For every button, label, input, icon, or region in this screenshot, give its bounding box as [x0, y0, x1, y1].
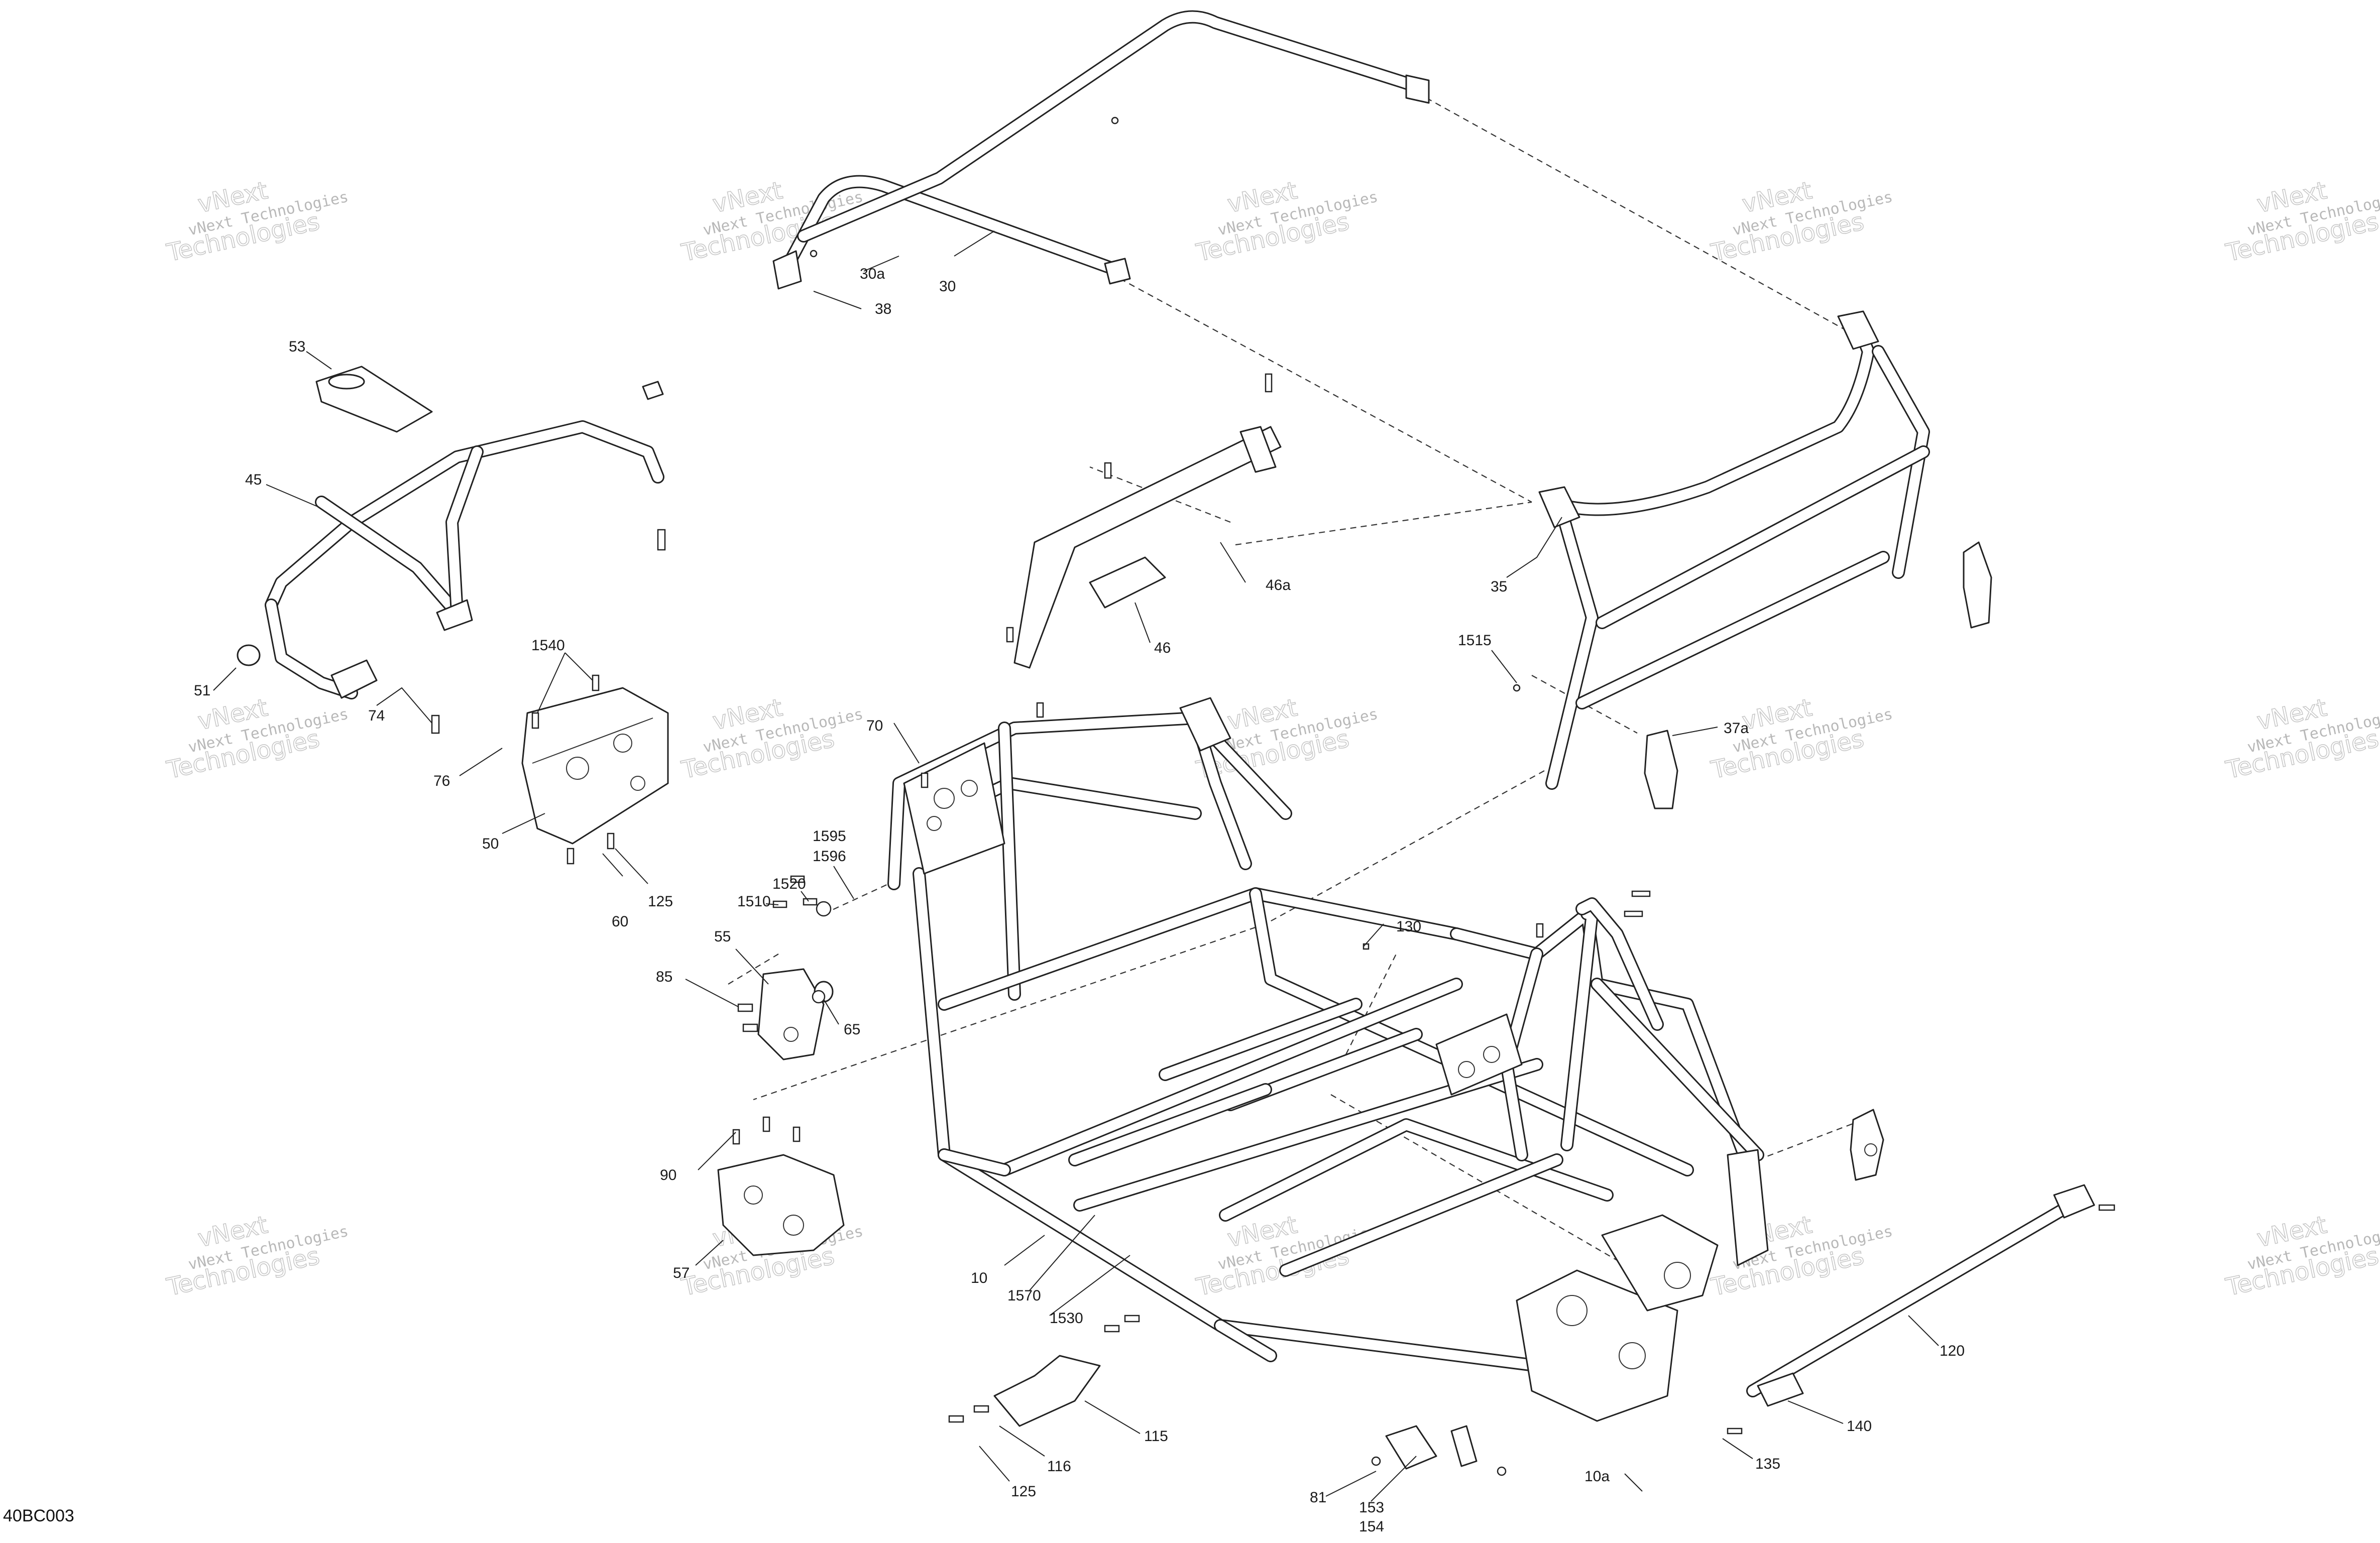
- callout-37a: 37a: [1724, 720, 1749, 737]
- callout-76: 76: [433, 773, 450, 789]
- mount-57: [717, 1116, 845, 1256]
- callout-74: 74: [368, 707, 385, 724]
- bracket-right-side: [1850, 1109, 1884, 1181]
- bracket-50: [521, 674, 669, 865]
- callout-45: 45: [245, 471, 262, 488]
- callout-154: 154: [1359, 1518, 1384, 1535]
- callout-46a: 46a: [1266, 577, 1291, 594]
- callout-125-lower: 125: [1011, 1483, 1036, 1500]
- callout-120: 120: [1940, 1343, 1965, 1359]
- mount-55: [737, 968, 834, 1060]
- callout-1540: 1540: [531, 637, 565, 654]
- callout-1510: 1510: [737, 893, 771, 910]
- callout-1530: 1530: [1050, 1310, 1083, 1327]
- main-frame: [887, 697, 1769, 1422]
- callout-57: 57: [673, 1265, 690, 1281]
- fasteners: [772, 875, 1370, 1004]
- rail-120: [1727, 1184, 2115, 1435]
- roll-cage-front-bar: [772, 10, 1430, 290]
- callout-38: 38: [875, 301, 891, 317]
- roll-cage-rear-hoop: [1513, 310, 1992, 809]
- callout-85: 85: [656, 969, 672, 985]
- callout-1595: 1595: [813, 828, 846, 845]
- callout-116: 116: [1047, 1458, 1071, 1475]
- bracket-115: [948, 1315, 1140, 1427]
- callout-65: 65: [844, 1021, 860, 1038]
- callout-70: 70: [866, 718, 883, 734]
- callout-55: 55: [714, 928, 731, 945]
- callout-50: 50: [482, 836, 499, 852]
- callout-1596: 1596: [813, 848, 846, 865]
- callout-30: 30: [939, 278, 956, 295]
- callout-153: 153: [1359, 1499, 1384, 1516]
- callout-81: 81: [1310, 1489, 1326, 1506]
- callout-140: 140: [1847, 1418, 1872, 1435]
- callout-125-upper: 125: [648, 893, 673, 910]
- callout-10: 10: [971, 1270, 987, 1286]
- callout-1570: 1570: [1007, 1287, 1041, 1304]
- front-bumper-tube: [237, 366, 666, 734]
- callout-35: 35: [1491, 578, 1507, 595]
- callout-130: 130: [1396, 918, 1421, 935]
- callout-10a: 10a: [1584, 1468, 1610, 1485]
- bracket-81: [1371, 1425, 1507, 1476]
- callout-46: 46: [1154, 640, 1171, 656]
- drawing-code: 40BC003: [3, 1506, 74, 1525]
- callout-51: 51: [194, 682, 210, 699]
- bracket-46: [1006, 373, 1282, 669]
- callout-90: 90: [660, 1167, 676, 1183]
- callout-1515: 1515: [1458, 632, 1492, 649]
- callout-60: 60: [612, 913, 628, 930]
- callout-115: 115: [1144, 1428, 1168, 1445]
- callout-1520: 1520: [772, 876, 806, 892]
- callout-30a: 30a: [860, 266, 885, 282]
- callout-labels: 53 45 51 74 30a 30 38 46a 46 35 1515 37a…: [194, 266, 1965, 1535]
- callout-135: 135: [1755, 1456, 1780, 1472]
- callout-leaders: [213, 230, 1939, 1502]
- callout-53: 53: [289, 338, 305, 355]
